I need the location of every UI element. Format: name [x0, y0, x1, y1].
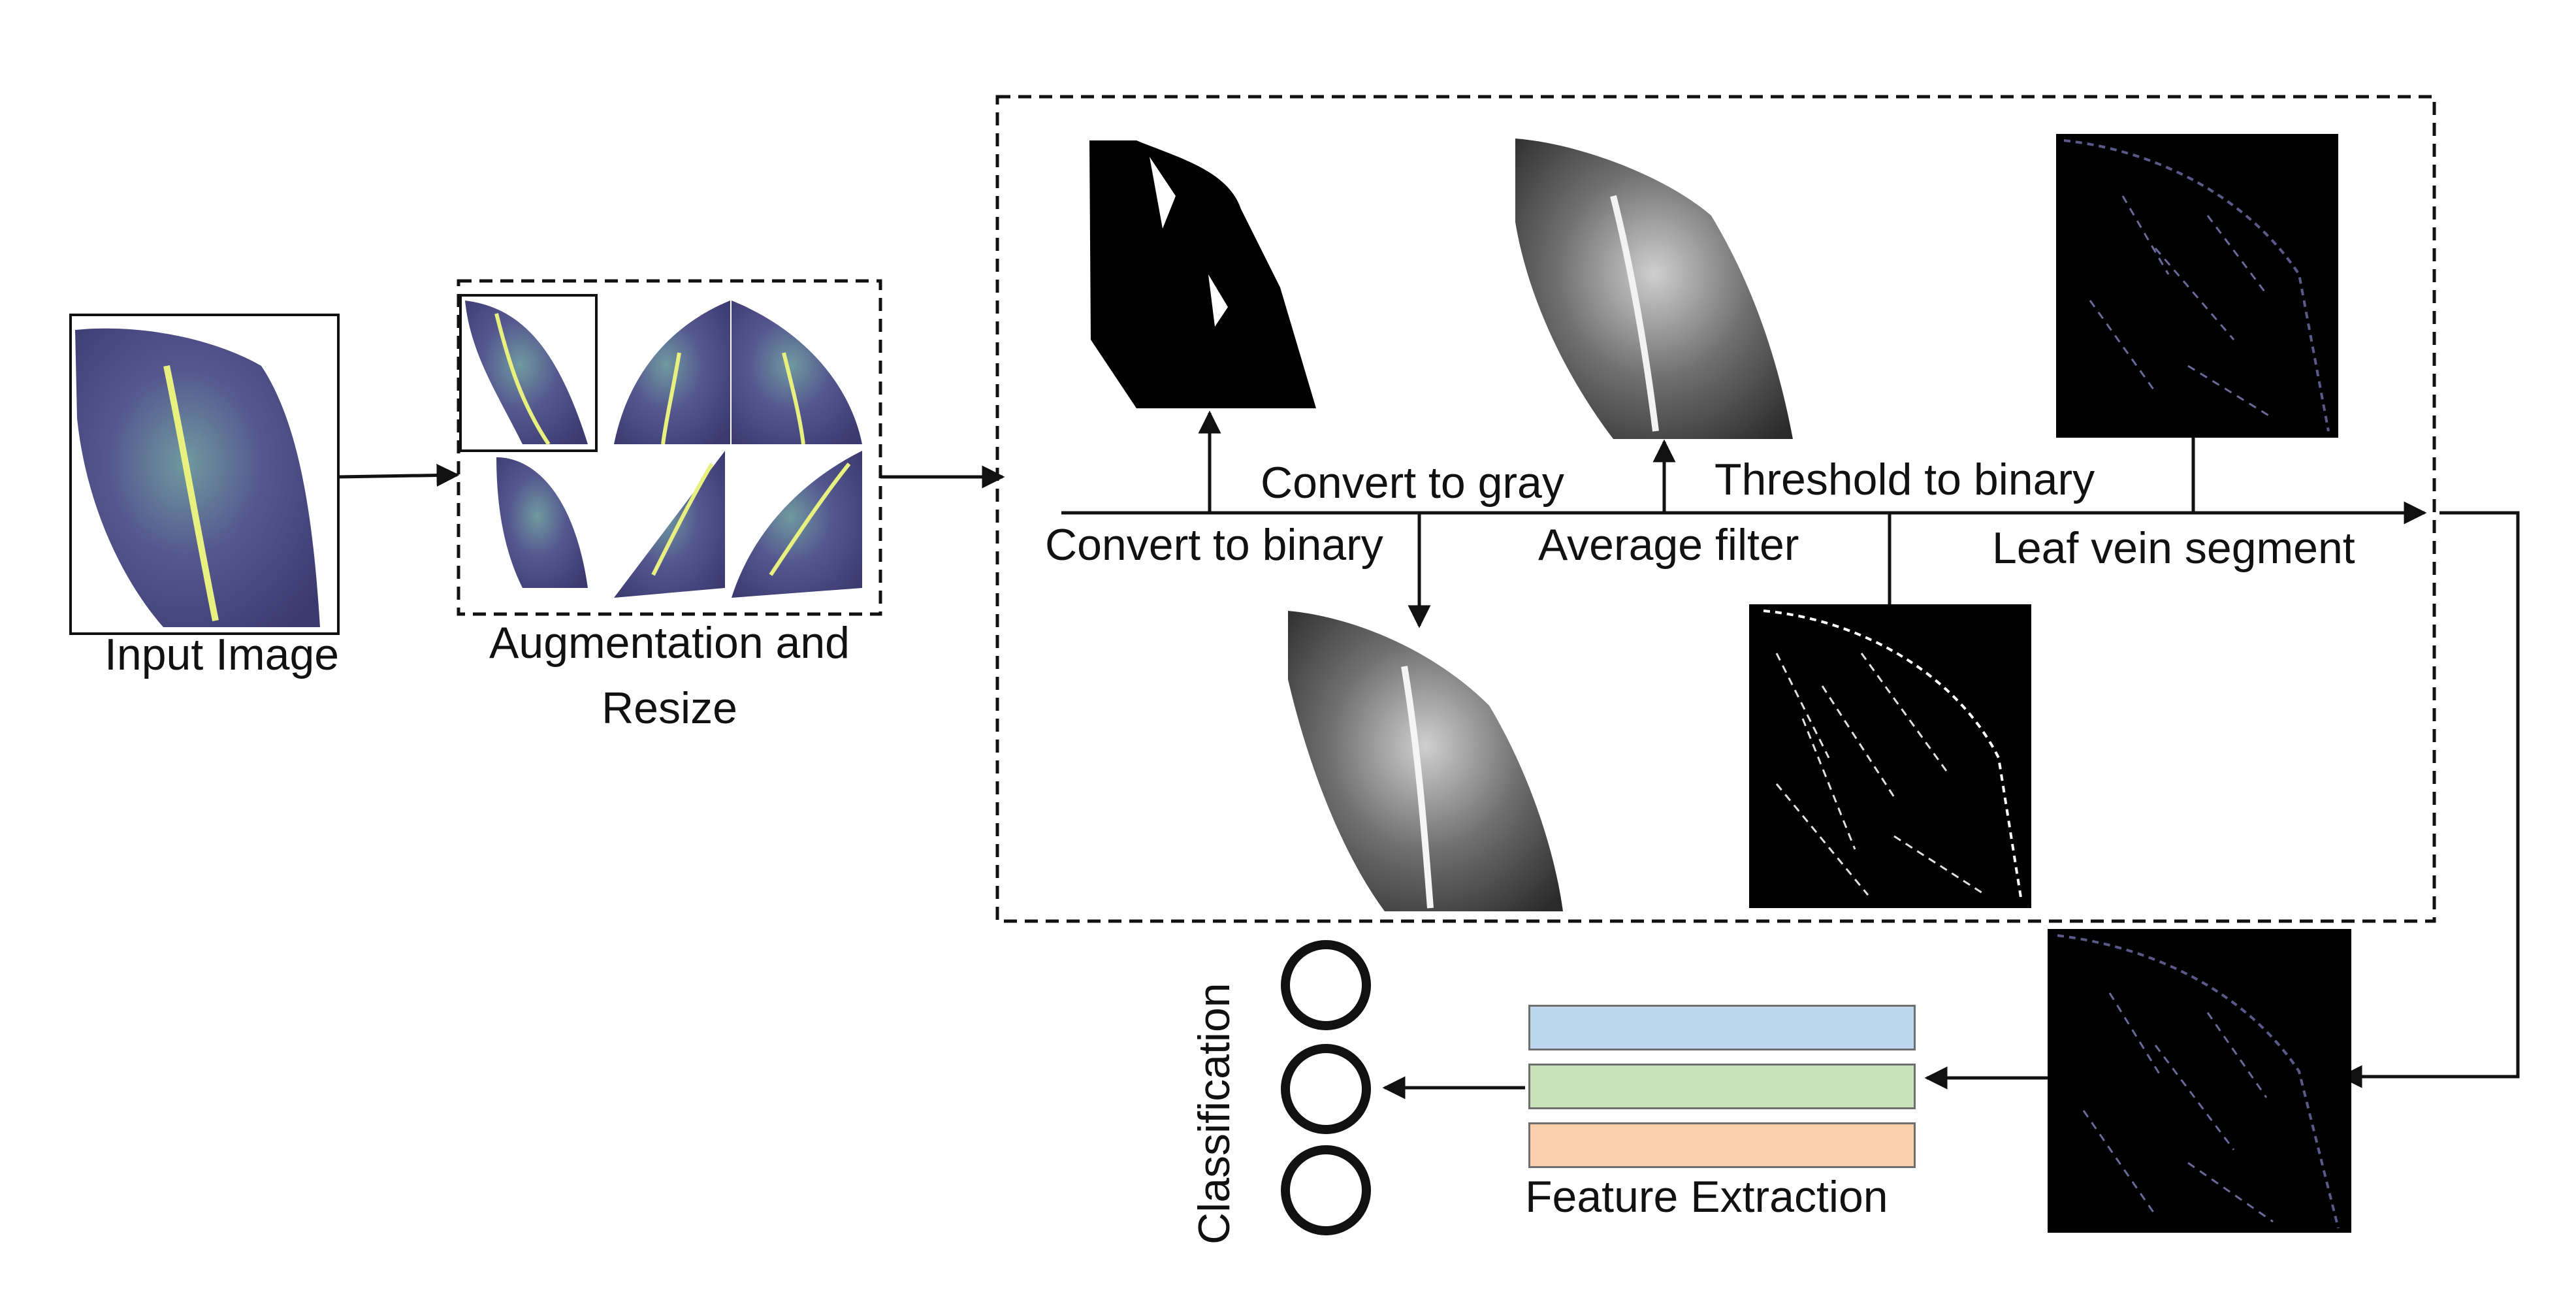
- label-threshold-to-binary: Threshold to binary: [1715, 455, 2095, 504]
- vein-top-edge: [2063, 139, 2330, 432]
- vein-final-bg: [2048, 929, 2351, 1233]
- input-image: [69, 314, 340, 635]
- augmentation-group: [457, 279, 882, 616]
- filtered-leaf: [1288, 611, 1563, 911]
- vein-top-bg: [2056, 134, 2338, 438]
- binary-leaf: [1089, 140, 1316, 408]
- gray-top-vein: [1610, 195, 1659, 432]
- vein-top-image: [2056, 134, 2338, 438]
- label-input-image: Input Image: [105, 630, 340, 679]
- feature-bar-3: [1528, 1122, 1916, 1168]
- label-convert-to-binary: Convert to binary: [1045, 520, 1383, 570]
- filtered-image: [1288, 611, 1563, 911]
- class-node-1: [1281, 940, 1371, 1030]
- binary-image: [1089, 140, 1316, 408]
- arrow-input-to-aug: [338, 464, 460, 487]
- augmentation-dashed-box: [457, 279, 882, 616]
- vein-top-lines: [2089, 195, 2274, 419]
- aug-leaf-5-vein: [651, 463, 714, 576]
- threshold-lines: [1775, 653, 1986, 896]
- binary-hole-2: [1208, 274, 1228, 327]
- class-node-3: [1281, 1145, 1371, 1235]
- label-feature-extraction: Feature Extraction: [1525, 1172, 1888, 1222]
- label-average-filter: Average filter: [1538, 520, 1799, 570]
- aug-leaf-1: [465, 301, 588, 444]
- threshold-edge: [1763, 610, 2023, 902]
- threshold-image: [1749, 604, 2031, 908]
- label-convert-to-gray: Convert to gray: [1261, 458, 1564, 508]
- aug-leaf-1-vein: [494, 313, 551, 446]
- filtered-vein: [1401, 666, 1434, 909]
- vein-final-image: [2048, 929, 2351, 1233]
- binary-hole-1: [1150, 157, 1176, 229]
- aug-leaf-4: [496, 457, 588, 588]
- label-augmentation-1: Augmentation and: [489, 618, 850, 668]
- class-node-2: [1281, 1044, 1371, 1134]
- label-classification: Classification: [1189, 983, 1239, 1245]
- gray-top-image: [1515, 138, 1793, 439]
- aug-leaf-3: [732, 301, 862, 444]
- gray-top-leaf: [1515, 138, 1793, 439]
- connector-to-final-vein: [2339, 511, 2520, 1088]
- aug-leaf-6-vein: [769, 463, 851, 576]
- label-augmentation-2: Resize: [602, 683, 737, 733]
- threshold-bg: [1749, 604, 2031, 908]
- vein-final-lines: [2082, 992, 2274, 1223]
- processing-dashed-box: [995, 95, 2436, 923]
- input-leaf-vein: [163, 365, 219, 621]
- feature-bar-2: [1528, 1064, 1916, 1109]
- feature-bar-1: [1528, 1005, 1916, 1050]
- input-leaf: [75, 328, 320, 627]
- aug-leaf-2: [614, 301, 730, 444]
- aug-leaf-2-vein: [661, 352, 681, 445]
- aug-leaf-3-vein: [782, 352, 805, 445]
- label-leaf-vein-segment: Leaf vein segment: [1992, 523, 2355, 573]
